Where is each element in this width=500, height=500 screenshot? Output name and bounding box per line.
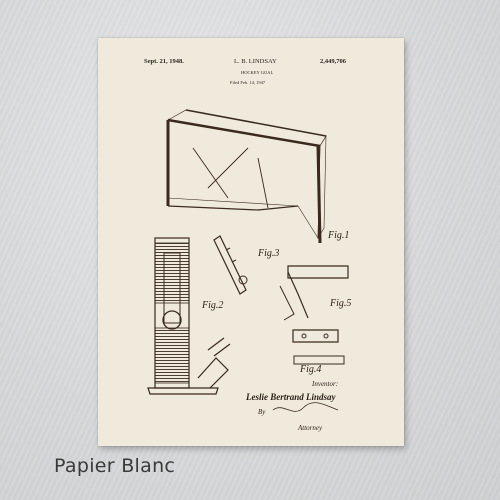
- patent-poster: Sept. 21, 1948. L. B. LINDSAY 2,449,706 …: [98, 38, 404, 446]
- fig4-label: Fig.4: [299, 364, 321, 375]
- inventor-label: Inventor:: [311, 380, 338, 388]
- bracket-figures: [279, 265, 349, 365]
- patent-date: Sept. 21, 1948.: [144, 58, 184, 65]
- attorney-label: Attorney: [297, 424, 323, 432]
- fig1-label: Fig.1: [327, 230, 349, 241]
- product-caption: Papier Blanc: [54, 455, 176, 477]
- fig5-label: Fig.5: [329, 298, 351, 309]
- patent-number: 2,449,706: [320, 58, 346, 65]
- patent-title: HOCKEY GOAL: [241, 70, 274, 75]
- fig3-arm: [213, 235, 248, 295]
- hockey-goal-net: [166, 109, 327, 244]
- inventor-header: L. B. LINDSAY: [234, 58, 277, 65]
- patent-drawing: Fig.1 Fig.2 Fig.3 Fig.4 Fig.5 Inventor: …: [147, 109, 351, 432]
- inventor-signature: Leslie Bertrand Lindsay: [245, 392, 337, 402]
- spring-post-figure: [147, 237, 231, 395]
- fig2-label: Fig.2: [201, 300, 223, 311]
- filed-date: Filed Feb. 14, 1947: [230, 80, 266, 85]
- fig3-label: Fig.3: [257, 248, 279, 259]
- attorney-signature: [272, 402, 339, 412]
- by-label: By: [258, 408, 266, 416]
